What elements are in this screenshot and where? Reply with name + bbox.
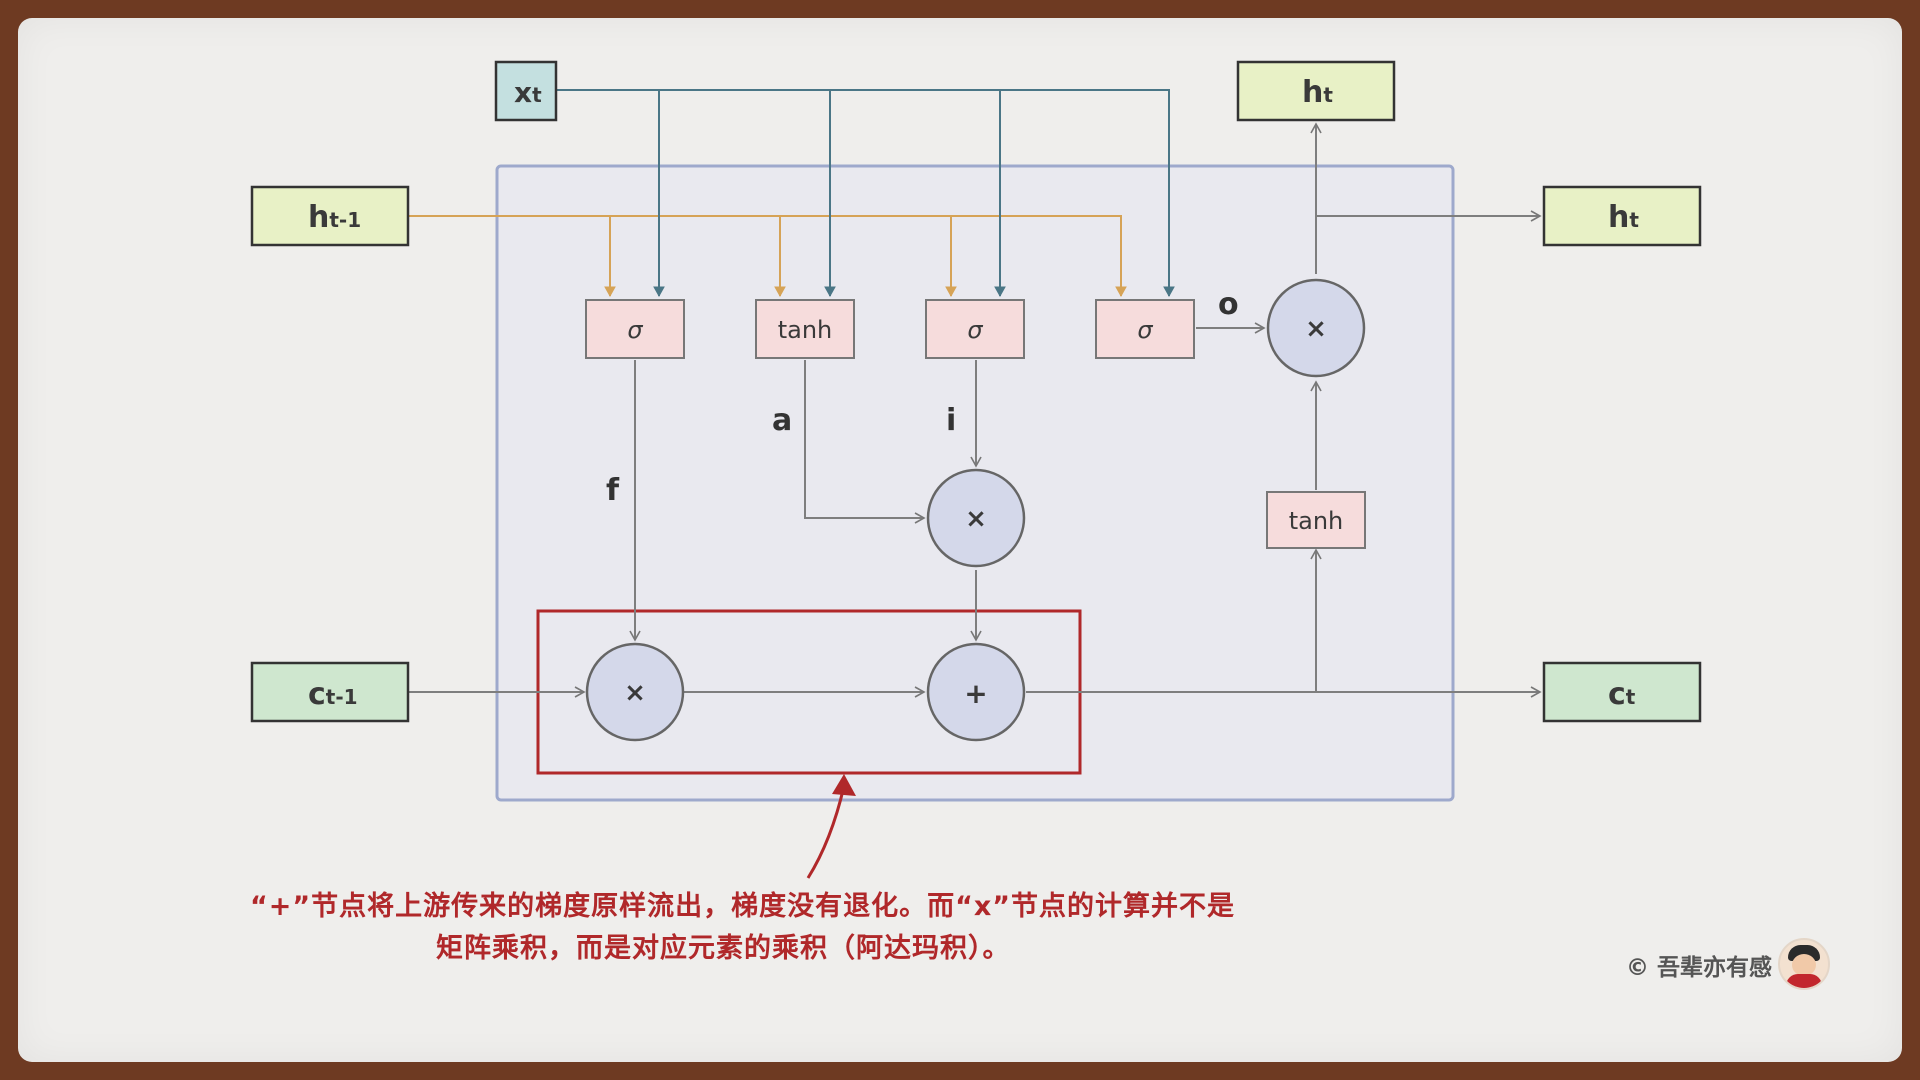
annotation-arrowhead xyxy=(832,774,856,796)
edge-label-f: f xyxy=(606,473,620,508)
svg-text:ht-1: ht-1 xyxy=(308,200,361,235)
op-add: + xyxy=(926,642,1026,742)
svg-text:ht: ht xyxy=(1302,75,1333,110)
node-h-right: ht xyxy=(1542,185,1702,247)
gate-output-sigma: σ xyxy=(1095,299,1195,359)
svg-text:ct: ct xyxy=(1608,677,1636,712)
node-xt: xt xyxy=(494,60,558,122)
h-prev-lines xyxy=(408,215,1127,298)
annotation-line-2: 矩阵乘积，而是对应元素的乘积（阿达玛积）。 xyxy=(436,933,1011,964)
edge-label-a: a xyxy=(772,403,792,438)
svg-text:ct-1: ct-1 xyxy=(308,677,358,712)
edge-label-o: o xyxy=(1218,287,1239,322)
svg-text:σ: σ xyxy=(967,316,983,344)
gate-candidate-tanh: tanh xyxy=(755,299,855,359)
node-c-prev: ct-1 xyxy=(250,661,410,723)
edge-label-i: i xyxy=(946,403,956,438)
op-multiply-forget: × xyxy=(585,642,685,742)
svg-text:+: + xyxy=(964,677,987,710)
annotation-line-1: “+”节点将上游传来的梯度原样流出，梯度没有退化。而“x”节点的计算并不是 xyxy=(250,891,1236,922)
gate-input-sigma: σ xyxy=(925,299,1025,359)
svg-text:σ: σ xyxy=(1137,316,1153,344)
svg-text:tanh: tanh xyxy=(1289,507,1344,535)
node-h-top: ht xyxy=(1236,60,1396,122)
x-input-lines xyxy=(556,89,1175,298)
svg-text:tanh: tanh xyxy=(778,316,833,344)
op-multiply-output: × xyxy=(1266,278,1366,378)
node-ct: ct xyxy=(1542,661,1702,723)
svg-text:×: × xyxy=(1305,314,1327,344)
flow-lines xyxy=(408,122,1542,698)
author-avatar xyxy=(1778,938,1830,990)
node-h-prev: ht-1 xyxy=(250,185,410,247)
svg-text:σ: σ xyxy=(627,316,643,344)
op-multiply-input: × xyxy=(926,468,1026,568)
svg-text:ht: ht xyxy=(1608,200,1639,235)
gate-cell-tanh: tanh xyxy=(1266,491,1366,549)
svg-text:×: × xyxy=(624,678,646,708)
gate-forget-sigma: σ xyxy=(585,299,685,359)
svg-text:×: × xyxy=(965,504,987,534)
svg-text:xt: xt xyxy=(514,76,542,109)
author-credit: © 吾辈亦有感 xyxy=(1626,955,1773,981)
